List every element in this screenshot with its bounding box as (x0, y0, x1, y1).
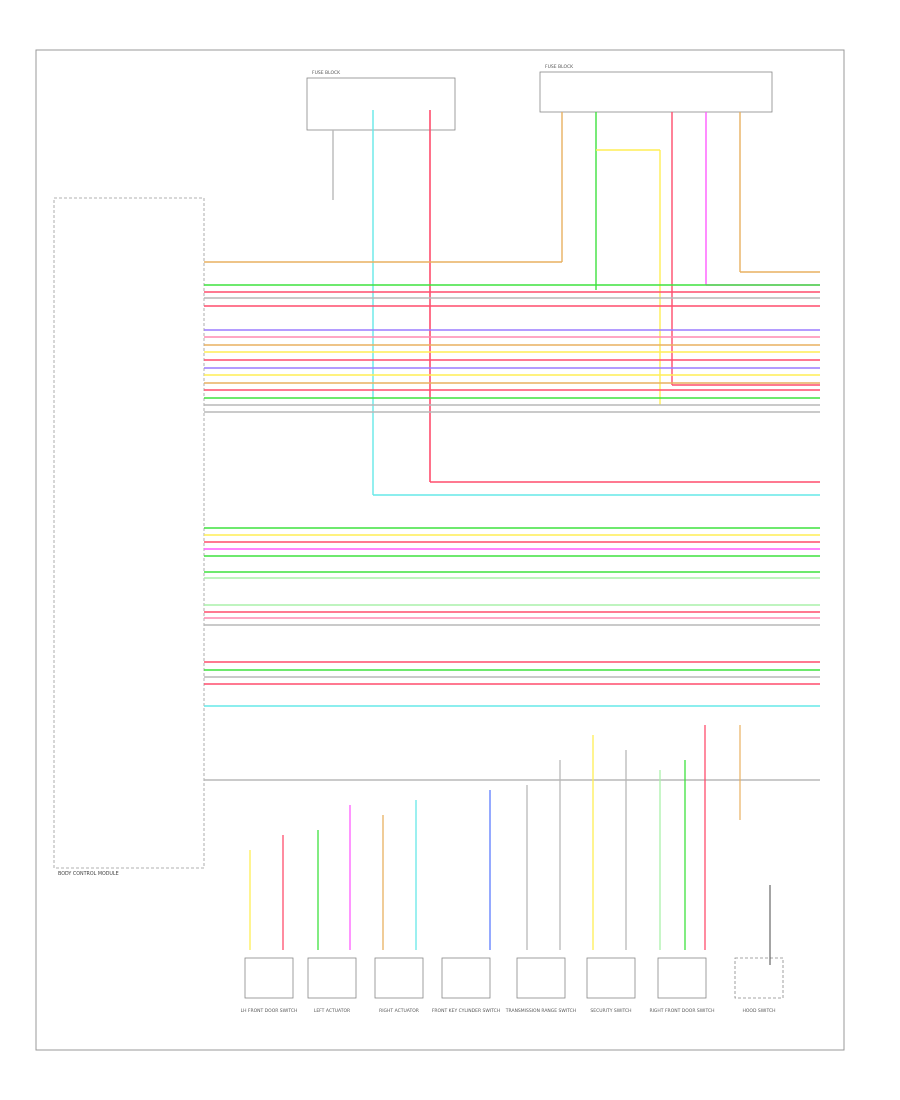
component-label: TRANSMISSION RANGE SWITCH (505, 1008, 576, 1014)
fuse-box-label: FUSE BLOCK (545, 64, 574, 70)
component-label: LEFT ACTUATOR (314, 1008, 350, 1014)
fuse-box-label: FUSE BLOCK (312, 70, 341, 76)
component-box (516, 957, 566, 999)
component-label: FRONT KEY CYLINDER SWITCH (432, 1008, 500, 1014)
control-module-box (53, 197, 205, 869)
fuse-box-upper-right (539, 71, 773, 113)
component-box (657, 957, 707, 999)
component-label: RIGHT ACTUATOR (379, 1008, 419, 1014)
component-label: LH FRONT DOOR SWITCH (241, 1008, 298, 1014)
component-box (441, 957, 491, 999)
component-label: SECURITY SWITCH (590, 1008, 631, 1014)
component-box (307, 957, 357, 999)
component-box (374, 957, 424, 999)
page-border (35, 49, 845, 1051)
component-label: RIGHT FRONT DOOR SWITCH (649, 1008, 714, 1014)
component-box (244, 957, 294, 999)
component-box (586, 957, 636, 999)
control-module-label: BODY CONTROL MODULE (58, 871, 119, 877)
component-box (734, 957, 784, 999)
fuse-box-upper-left (306, 77, 456, 131)
component-label: HOOD SWITCH (742, 1008, 775, 1014)
